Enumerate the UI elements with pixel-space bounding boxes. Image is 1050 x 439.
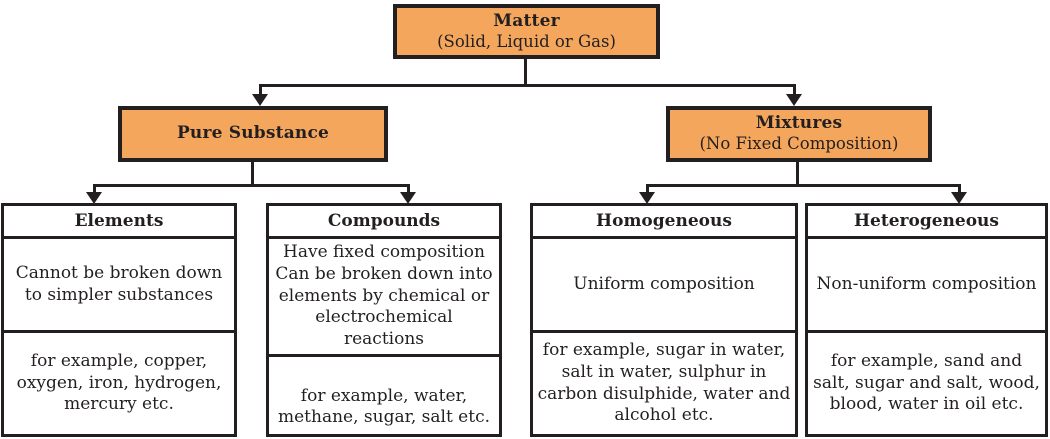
node-mixtures: Mixtures (No Fixed Composition)	[666, 106, 932, 162]
connector-level1-stub-left	[259, 84, 262, 95]
node-elements-title: Elements	[4, 206, 234, 239]
node-homogeneous-description: Uniform composition	[533, 239, 795, 333]
connector-mixtures-stub-right	[958, 184, 961, 193]
node-elements-examples: for example, copper, oxygen, iron, hydro…	[16, 350, 222, 415]
connector-mixtures-horizontal	[646, 184, 961, 187]
node-homogeneous-title: Homogeneous	[533, 206, 795, 239]
arrow-down-icon	[639, 192, 655, 204]
node-matter-subtitle: (Solid, Liquid or Gas)	[437, 31, 616, 51]
node-mixtures-title: Mixtures	[755, 113, 843, 134]
node-homogeneous: Homogeneous Uniform composition for exam…	[530, 203, 798, 437]
node-elements-description: Cannot be broken down to simpler substan…	[4, 239, 234, 333]
arrow-down-icon	[786, 94, 802, 106]
connector-pure-substance-stem	[251, 161, 254, 187]
node-matter: Matter (Solid, Liquid or Gas)	[393, 4, 660, 59]
connector-mixtures-stem	[796, 161, 799, 187]
node-heterogeneous-title: Heterogeneous	[808, 206, 1045, 239]
connector-matter-stem	[524, 58, 527, 86]
connector-mixtures-stub-left	[646, 184, 649, 193]
node-matter-title: Matter	[493, 10, 560, 31]
connector-pure-stub-left	[93, 184, 96, 193]
connector-level1-horizontal	[259, 84, 796, 87]
node-compounds-title: Compounds	[269, 206, 499, 239]
connector-pure-substance-horizontal	[93, 184, 410, 187]
connector-level1-stub-right	[793, 84, 796, 95]
node-mixtures-subtitle: (No Fixed Composition)	[699, 134, 899, 154]
arrow-down-icon	[400, 192, 416, 204]
node-pure-substance: Pure Substance	[118, 106, 388, 162]
node-heterogeneous-description: Non-uniform composition	[808, 239, 1045, 333]
node-pure-substance-title: Pure Substance	[176, 123, 330, 144]
node-compounds: Compounds Have fixed composition Can be …	[266, 203, 502, 437]
node-elements: Elements Cannot be broken down to simple…	[1, 203, 237, 437]
arrow-down-icon	[951, 192, 967, 204]
node-compounds-description: Have fixed composition Can be broken dow…	[269, 239, 499, 357]
node-compounds-examples: for example, water, methane, sugar, salt…	[277, 385, 491, 428]
node-homogeneous-examples: for example, sugar in water, salt in wat…	[537, 340, 791, 426]
arrow-down-icon	[86, 192, 102, 204]
connector-pure-stub-right	[407, 184, 410, 193]
arrow-down-icon	[252, 94, 268, 106]
node-heterogeneous-examples: for example, sand and salt, sugar and sa…	[813, 350, 1040, 415]
node-heterogeneous: Heterogeneous Non-uniform composition fo…	[805, 203, 1048, 437]
